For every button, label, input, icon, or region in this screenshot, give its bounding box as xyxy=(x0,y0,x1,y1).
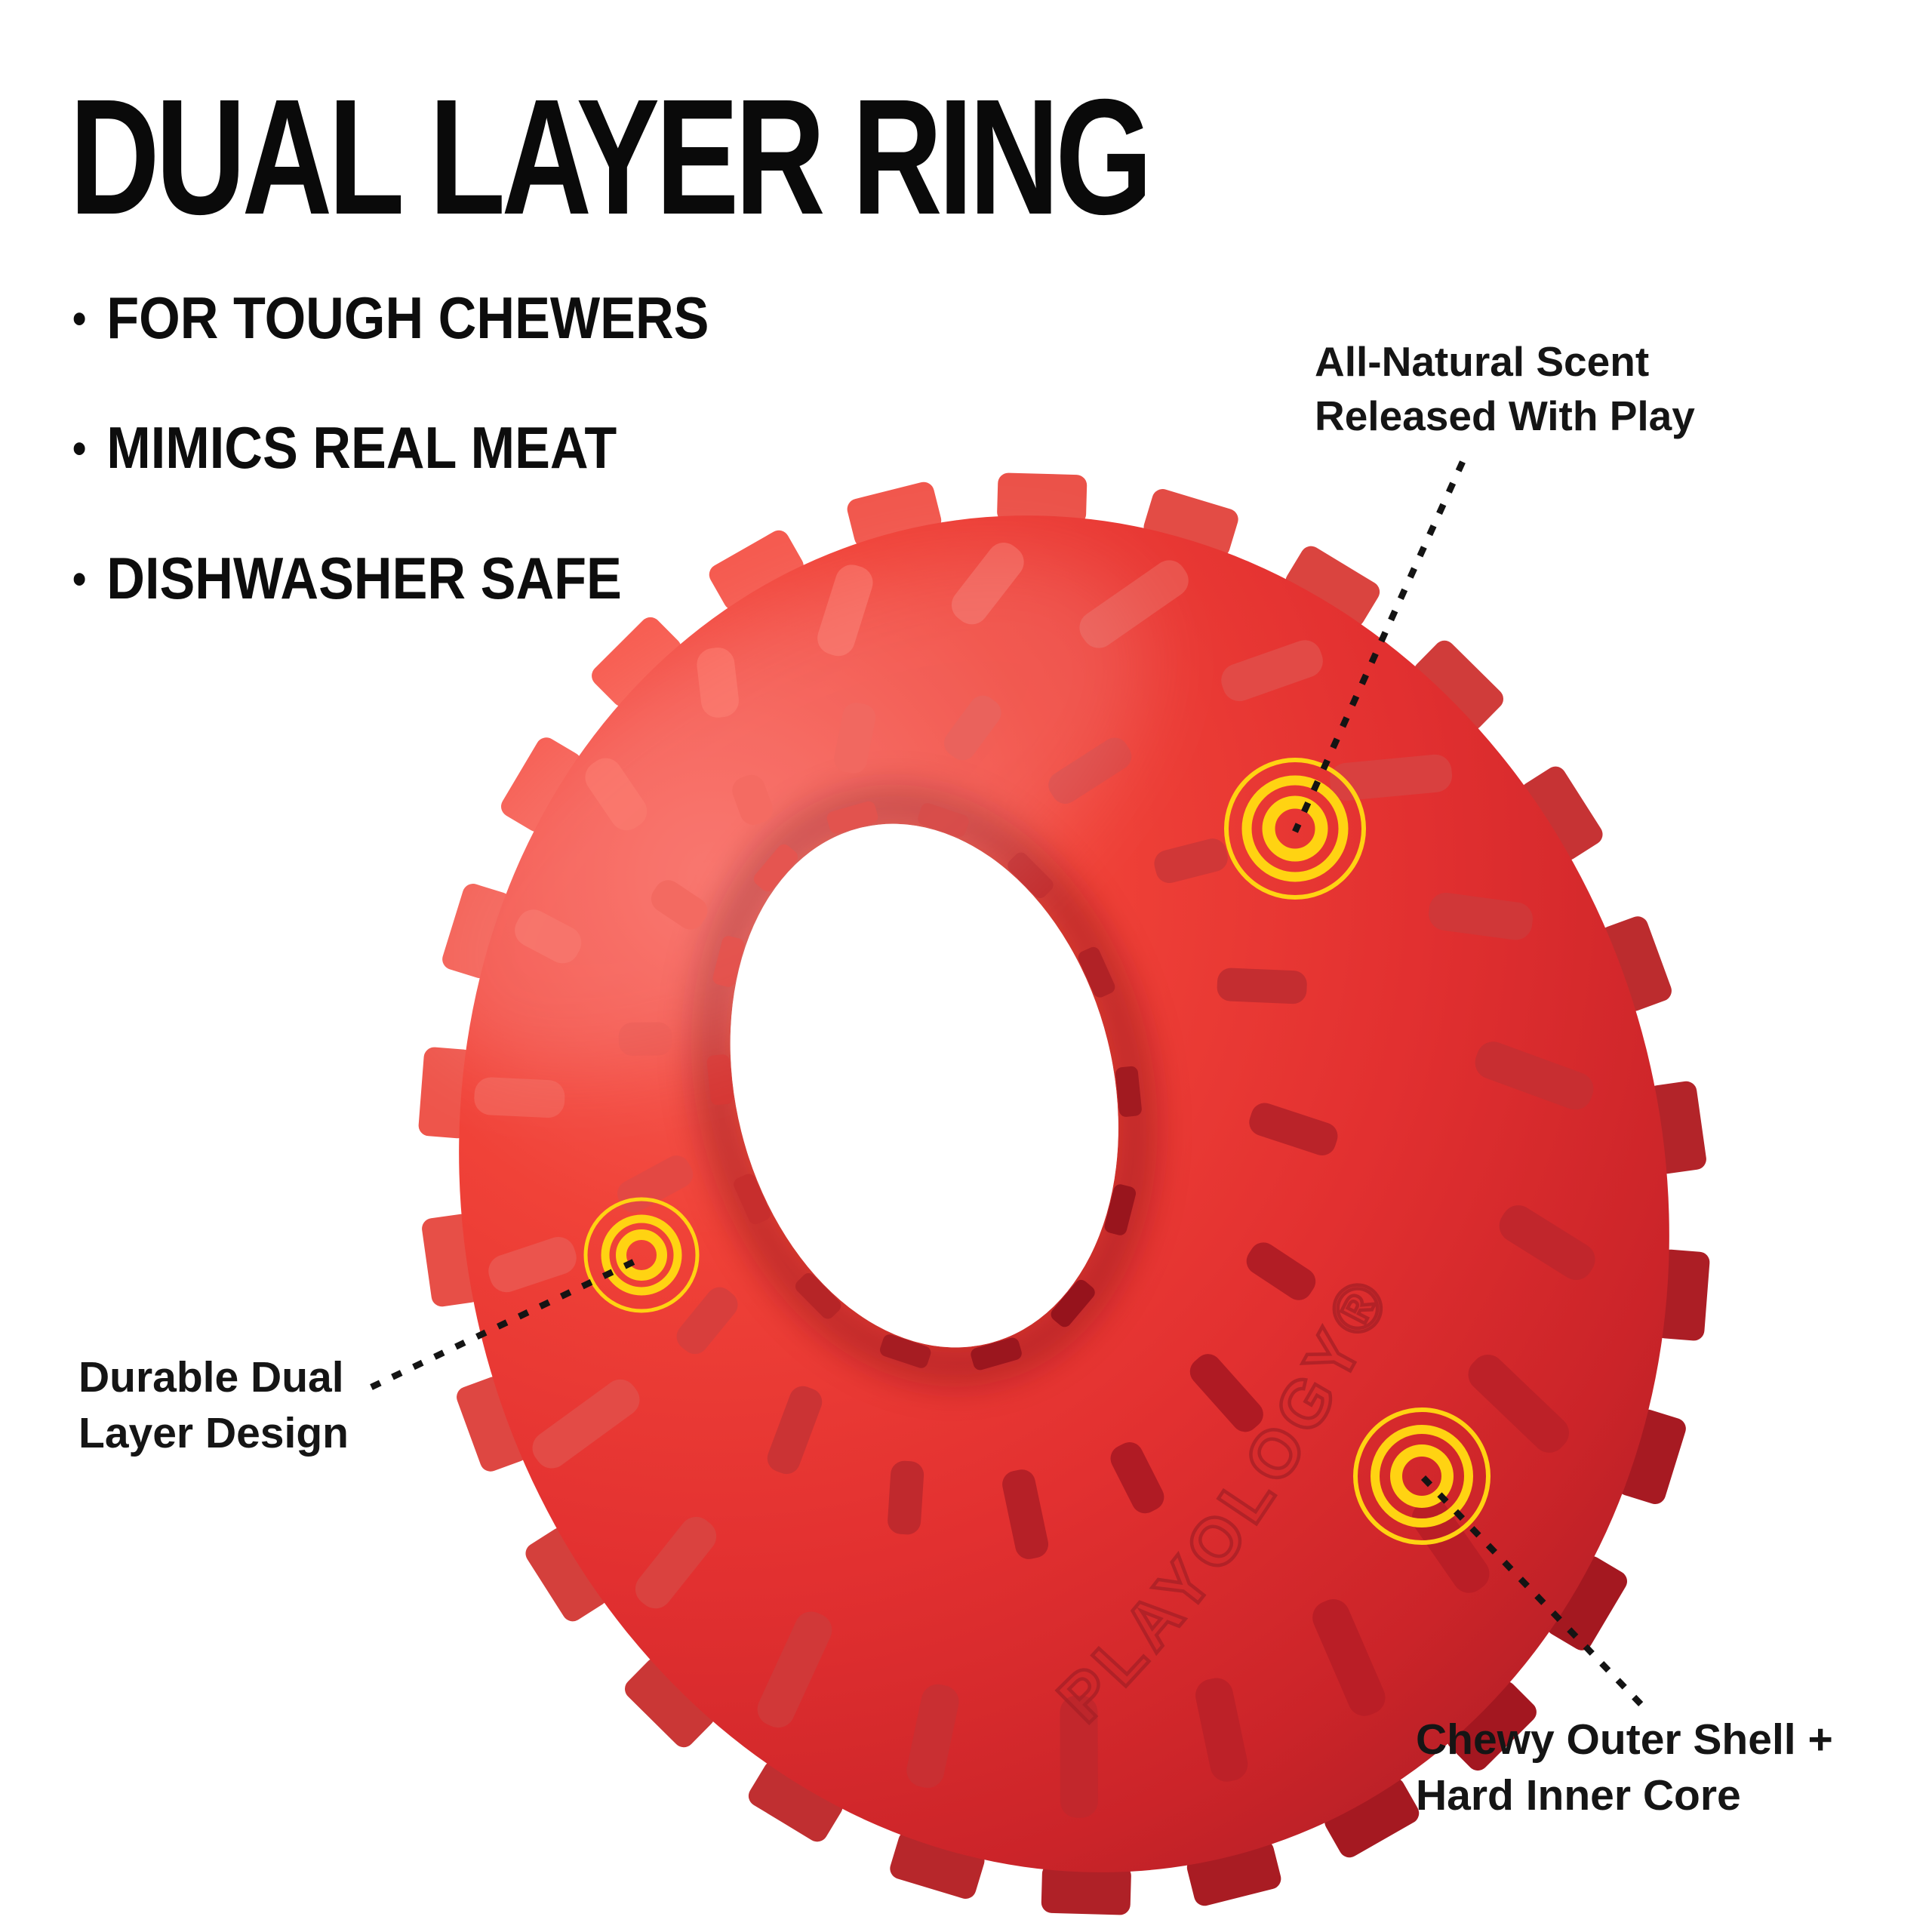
tread-block xyxy=(1078,946,1115,998)
tread-block xyxy=(1654,1249,1710,1341)
tread-block xyxy=(880,1334,931,1368)
tread-block xyxy=(1154,838,1228,884)
tread-block xyxy=(1312,1599,1386,1716)
tread-block xyxy=(706,1054,734,1106)
target-marker-scent xyxy=(1224,758,1366,900)
tread-block xyxy=(1002,1469,1049,1559)
tread-block xyxy=(1115,1066,1142,1117)
tread-block xyxy=(767,1386,823,1475)
tread-block xyxy=(1110,1442,1164,1514)
tread-block xyxy=(1060,1695,1098,1818)
dog-toy-ring xyxy=(417,472,1710,1915)
tread-block xyxy=(1521,766,1603,860)
tread-block xyxy=(1499,1205,1595,1281)
tread-block xyxy=(1104,1184,1137,1235)
callout-line-dual-layer xyxy=(370,1256,641,1390)
target-ring-outer-icon xyxy=(583,1197,700,1313)
tread-block xyxy=(1285,546,1380,627)
callout-line2: Layer Design xyxy=(78,1409,349,1458)
target-ring-inner-icon xyxy=(616,1229,667,1281)
tread-block xyxy=(635,1516,717,1609)
feature-item-mimics-meat: • MIMICS REAL MEAT xyxy=(72,418,617,477)
tread-block xyxy=(1189,1354,1263,1432)
feature-item-tough-chewers: • FOR TOUGH CHEWERS xyxy=(72,288,709,347)
tread-block xyxy=(1414,640,1504,731)
tread-block xyxy=(1600,916,1672,1011)
tread-block xyxy=(734,1174,771,1225)
tread-block xyxy=(906,1684,959,1788)
target-ring-inner-icon xyxy=(1390,1444,1454,1508)
tread-block xyxy=(624,1657,715,1748)
tread-block xyxy=(525,1527,608,1622)
page-title: DUAL LAYER RING xyxy=(69,66,1152,249)
tread-block xyxy=(1468,1355,1569,1453)
tread-block xyxy=(997,472,1088,525)
specular-highlight xyxy=(417,552,1148,1075)
target-marker-core xyxy=(1353,1407,1491,1545)
tread-block xyxy=(1217,968,1307,1004)
tread-block xyxy=(592,617,681,707)
target-marker-dual-layer xyxy=(583,1197,700,1313)
tread-block xyxy=(418,1047,474,1139)
tread-block xyxy=(1324,1777,1420,1858)
tread-block xyxy=(1246,1242,1316,1300)
tread-block xyxy=(1041,1863,1131,1915)
callout-scent: All-Natural Scent Released With Play xyxy=(1315,335,1695,443)
target-ring-inner-icon xyxy=(1262,795,1328,862)
tread-block xyxy=(1329,754,1453,801)
target-ring-outer-icon xyxy=(1224,758,1366,900)
feature-label: DISHWASHER SAFE xyxy=(106,545,622,611)
callout-line2: Released With Play xyxy=(1315,392,1695,439)
tread-block xyxy=(488,1237,577,1293)
feature-label: FOR TOUGH CHEWERS xyxy=(106,285,709,351)
tread-block xyxy=(757,1611,832,1728)
callout-core: Chewy Outer Shell + Hard Inner Core xyxy=(1416,1712,1833,1823)
tread-block xyxy=(1475,1041,1594,1110)
tread-block xyxy=(1221,640,1323,702)
tread-block xyxy=(1051,1279,1095,1327)
callout-line1: All-Natural Scent xyxy=(1315,338,1650,385)
tread-block xyxy=(795,1272,841,1319)
target-ring-middle-icon xyxy=(601,1214,682,1296)
target-ring-outer-icon xyxy=(1353,1407,1491,1545)
tread-block xyxy=(709,530,804,611)
tread-block xyxy=(474,1077,565,1118)
tread-block xyxy=(888,1460,924,1535)
callout-dual-layer: Durable Dual Layer Design xyxy=(78,1349,349,1461)
callout-line1: Durable Dual xyxy=(78,1353,344,1401)
tread-block xyxy=(457,1377,528,1472)
bullet-icon: • xyxy=(72,424,87,473)
target-ring-middle-icon xyxy=(1371,1425,1473,1527)
tread-block xyxy=(1546,1555,1627,1651)
callout-line1: Chewy Outer Shell + xyxy=(1416,1715,1833,1764)
tread-block xyxy=(748,1761,843,1842)
feature-item-dishwasher-safe: • DISHWASHER SAFE xyxy=(72,549,622,608)
tread-block xyxy=(676,1287,738,1355)
feature-label: MIMICS REAL MEAT xyxy=(106,414,617,481)
tread-block xyxy=(532,1379,640,1469)
bullet-icon: • xyxy=(72,294,87,343)
tread-block xyxy=(1429,892,1534,940)
tread-block xyxy=(1447,1681,1537,1771)
bullet-icon: • xyxy=(72,555,87,604)
tread-block xyxy=(1195,1678,1248,1782)
callout-line-core xyxy=(1420,1475,1647,1709)
tread-block xyxy=(971,1337,1022,1371)
callout-line2: Hard Inner Core xyxy=(1416,1771,1741,1820)
target-ring-middle-icon xyxy=(1241,775,1349,882)
tread-block xyxy=(1249,1103,1338,1155)
